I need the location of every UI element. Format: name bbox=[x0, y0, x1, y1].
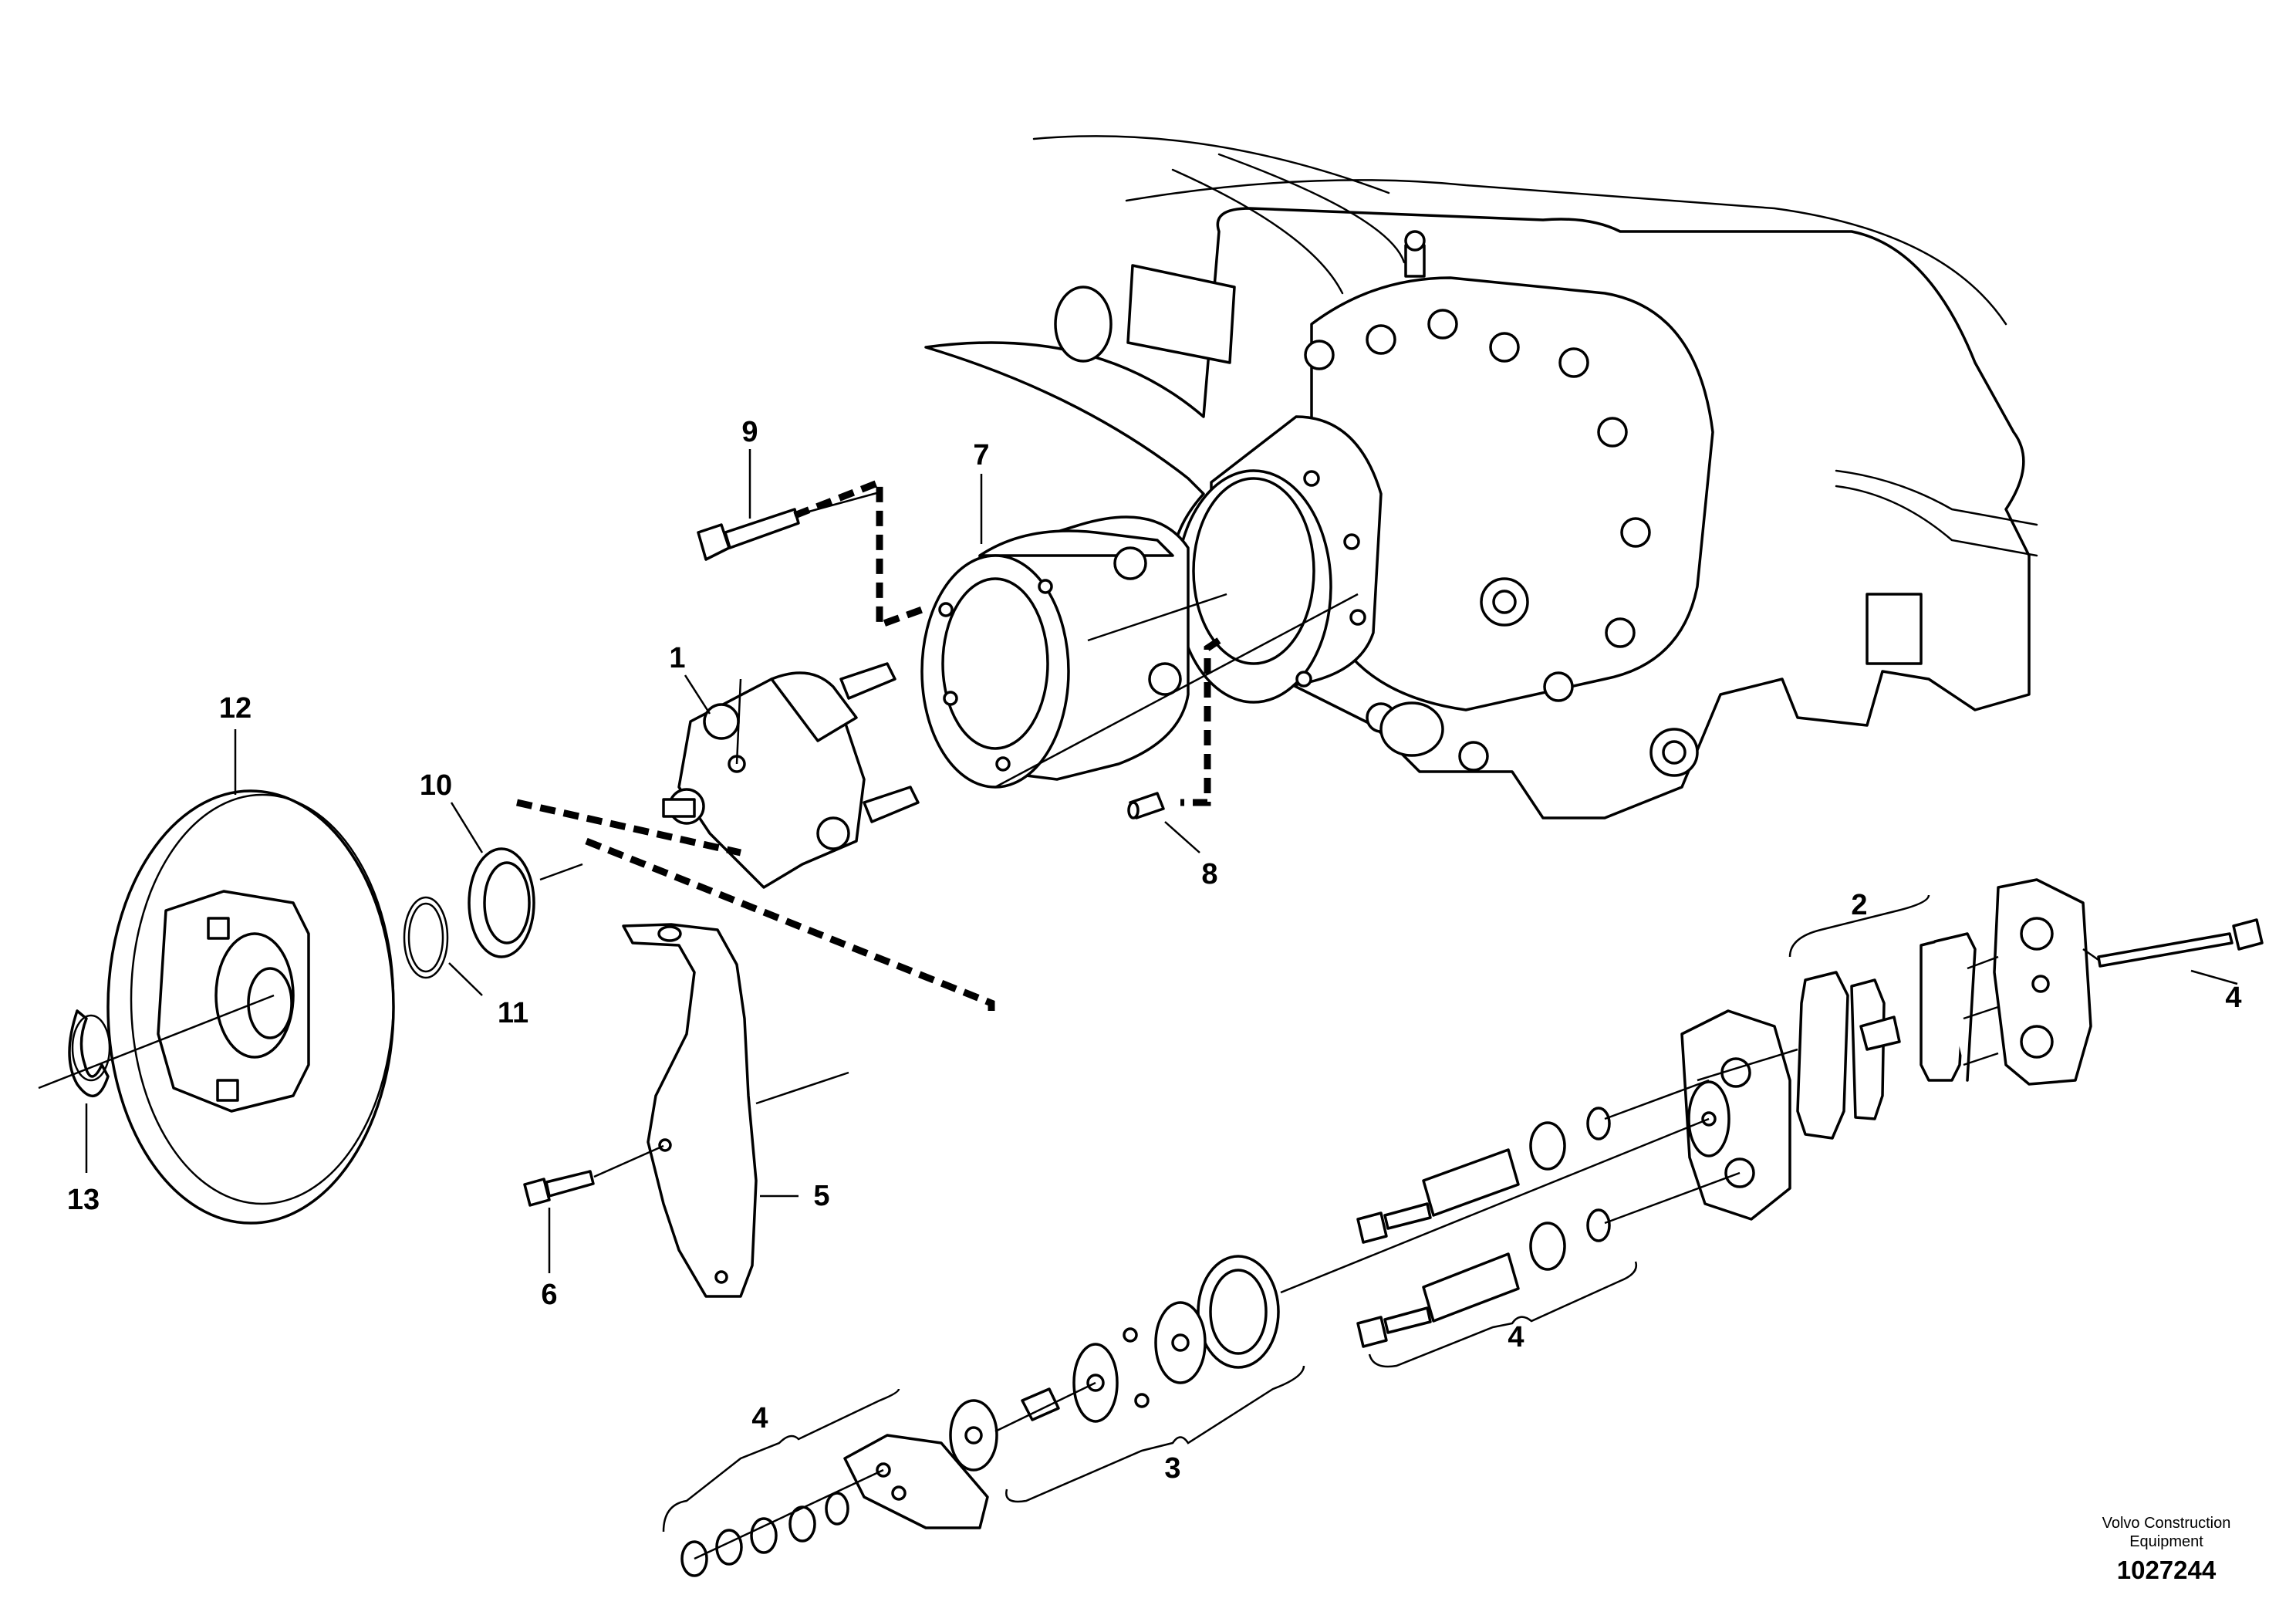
callout-13: 13 bbox=[67, 1184, 100, 1216]
part-9-bolt bbox=[697, 508, 800, 561]
callout-10: 10 bbox=[420, 769, 452, 802]
credit-block: Volvo Construction Equipment 1027244 bbox=[2102, 1515, 2231, 1584]
callout-5: 5 bbox=[813, 1180, 829, 1212]
part-4-nuts-and-plate bbox=[680, 1434, 989, 1577]
callout-4a: 4 bbox=[751, 1402, 768, 1434]
credit-line-1: Volvo Construction bbox=[2102, 1515, 2231, 1532]
callout-12: 12 bbox=[219, 692, 252, 725]
part-11-o-ring bbox=[403, 896, 449, 979]
part-1-caliper-bracket bbox=[662, 662, 920, 889]
callout-7: 7 bbox=[973, 439, 989, 471]
part-2-brake-pads bbox=[1796, 932, 1977, 1140]
callout-2: 2 bbox=[1851, 889, 1867, 921]
part-10-seal-ring bbox=[468, 847, 535, 958]
part-12-brake-disc bbox=[106, 789, 395, 1225]
part-4-caliper-half-upper bbox=[1993, 878, 2264, 1086]
part-13-circlip bbox=[68, 1009, 111, 1098]
callout-6: 6 bbox=[541, 1279, 557, 1311]
callouts: 1 2 3 4 4 4 5 6 7 8 9 10 11 12 13 bbox=[67, 416, 2242, 1532]
dashed-reference-lines bbox=[516, 477, 1221, 1011]
part-4-caliper-half-middle bbox=[1356, 1009, 1791, 1348]
callout-9: 9 bbox=[741, 416, 758, 448]
part-6-bolt bbox=[523, 1170, 595, 1207]
axle-housing bbox=[924, 135, 2038, 819]
part-3-piston-assembly bbox=[949, 1255, 1280, 1472]
part-8-dowel-pin bbox=[1127, 792, 1165, 819]
assembly-axis-lines bbox=[38, 491, 2099, 1560]
document-number: 1027244 bbox=[2117, 1556, 2217, 1584]
callout-4b: 4 bbox=[1508, 1321, 1524, 1353]
callout-11: 11 bbox=[498, 997, 528, 1029]
part-7-bracket-flange bbox=[920, 515, 1190, 789]
callout-8: 8 bbox=[1201, 858, 1217, 890]
callout-3: 3 bbox=[1164, 1452, 1180, 1485]
flange-bolts bbox=[1304, 309, 1651, 772]
callout-4c: 4 bbox=[2225, 982, 2241, 1014]
credit-line-2: Equipment bbox=[2129, 1533, 2203, 1550]
part-5-mounting-bracket bbox=[622, 923, 758, 1298]
callout-1: 1 bbox=[669, 642, 685, 674]
